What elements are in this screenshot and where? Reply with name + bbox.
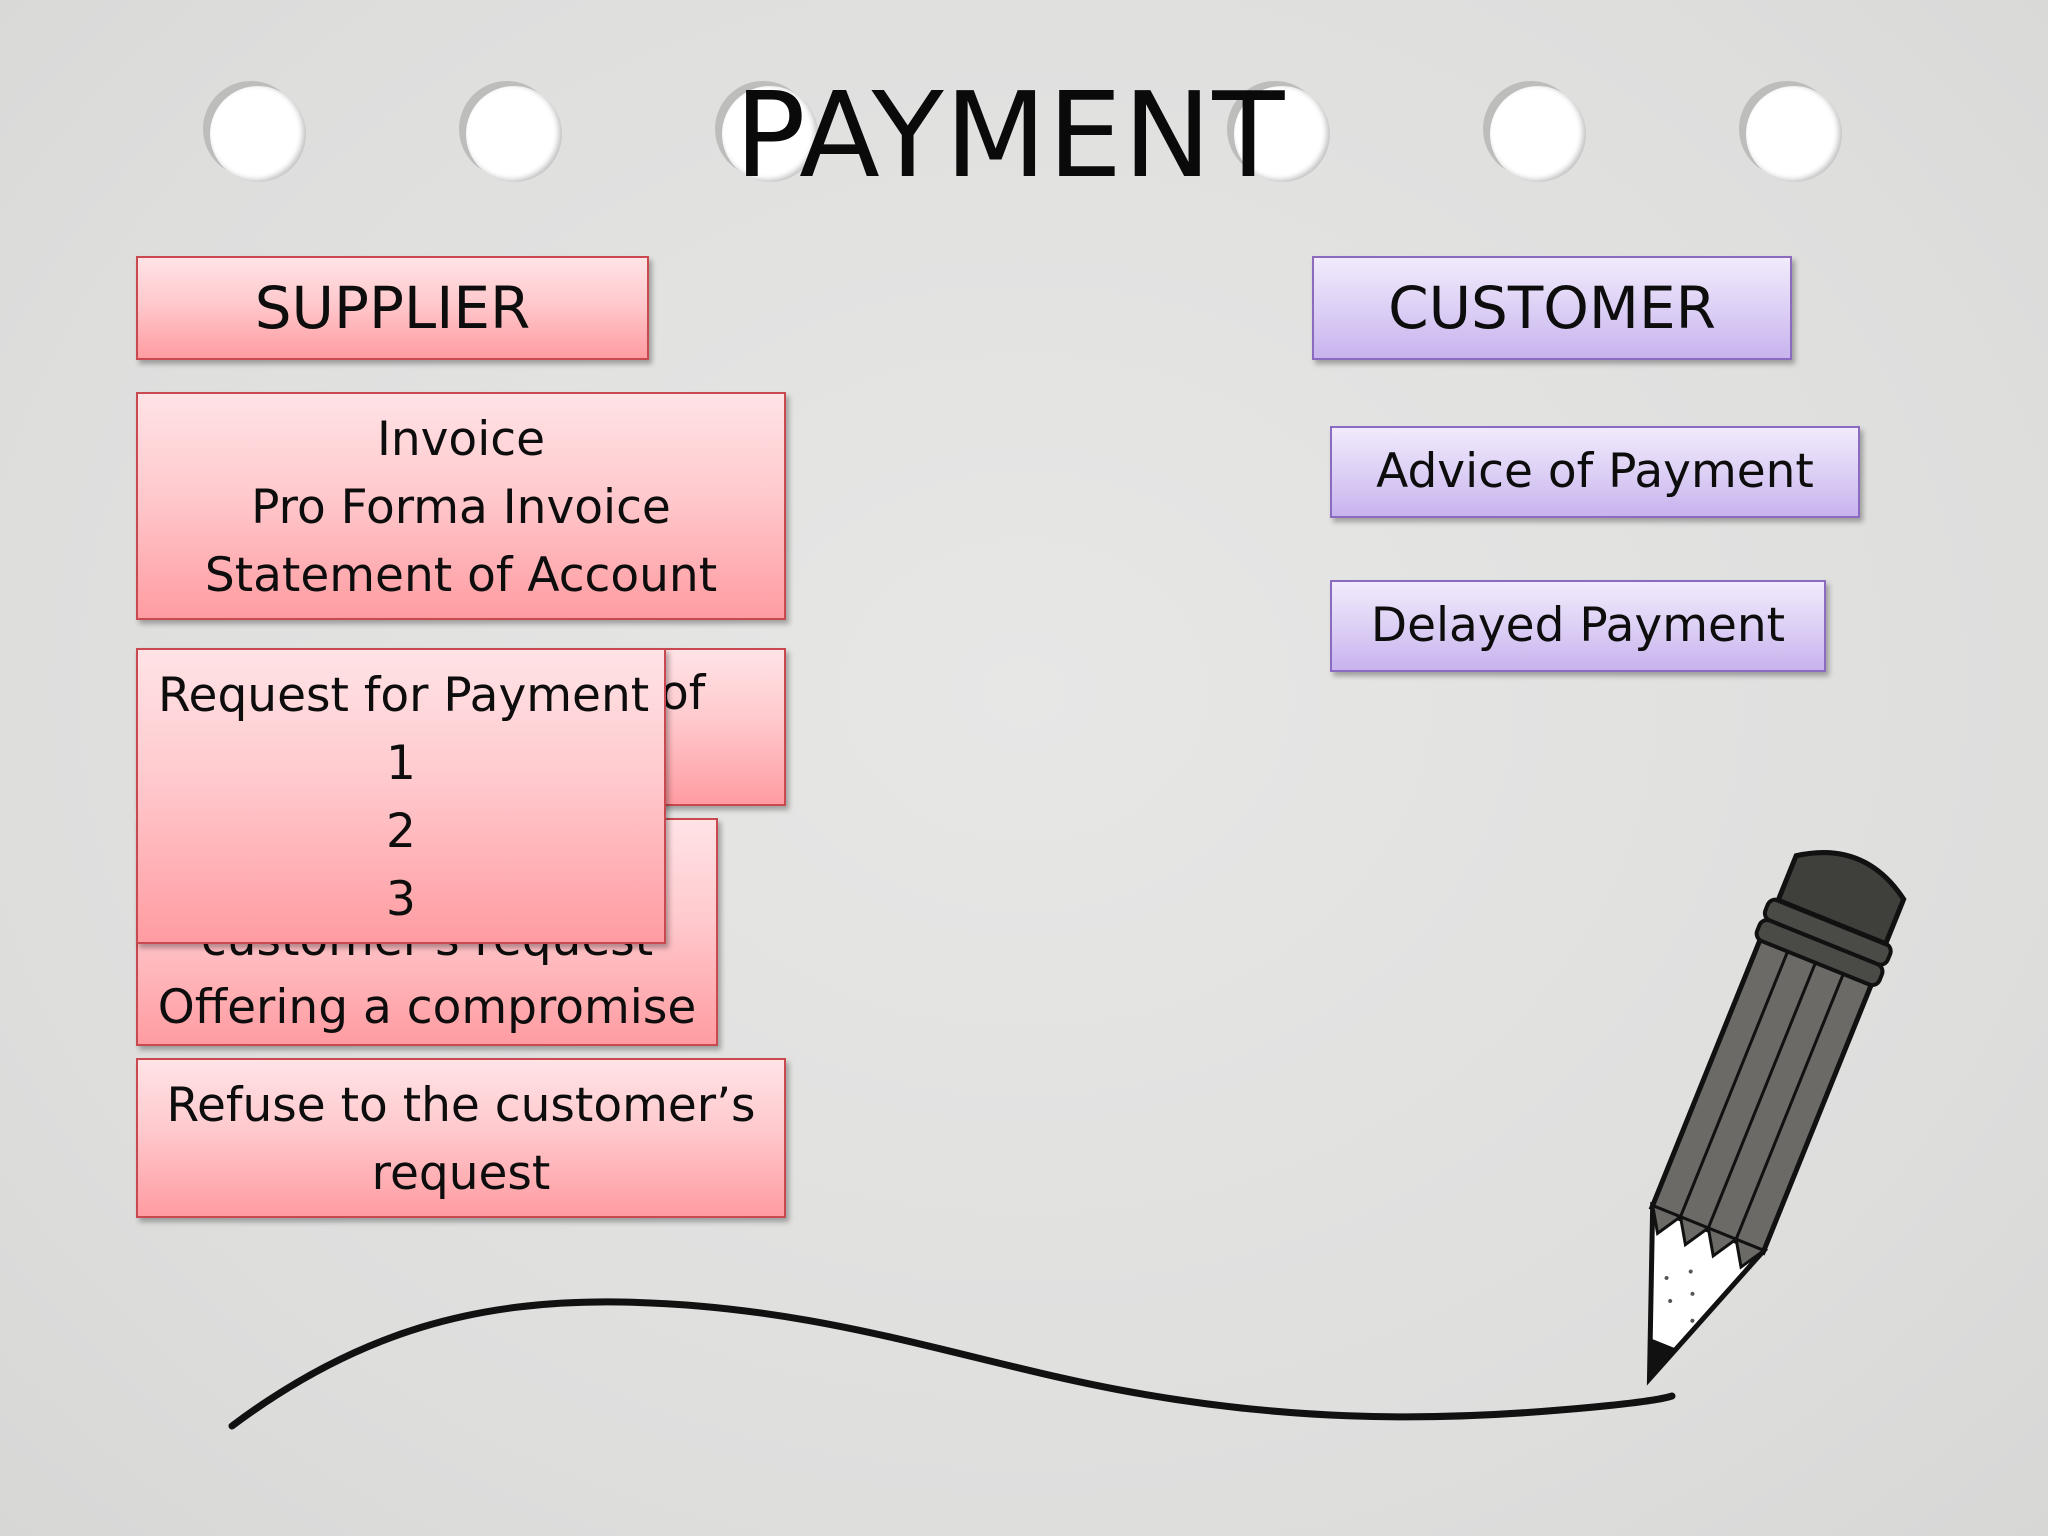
request-for-payment-box: Request for Payment 1 2 3 [136, 648, 666, 944]
page-title: PAYMENT [734, 66, 1286, 204]
offering-compromise-line: Offering a compromise [157, 980, 697, 1035]
binder-hole-icon [1490, 86, 1586, 182]
binder-hole-icon [466, 86, 562, 182]
refuse-line-2: request [371, 1146, 551, 1201]
refuse-request-box: Refuse to the customer’s request [136, 1058, 786, 1218]
invoice-box: Invoice Pro Forma Invoice Statement of A… [136, 392, 786, 620]
advice-of-payment-label: Advice of Payment [1376, 444, 1814, 499]
partial-box-tail-text: of [660, 666, 706, 721]
request-item-1: 1 [386, 736, 416, 791]
delayed-payment-box: Delayed Payment [1330, 580, 1826, 672]
statement-of-account-line: Statement of Account [204, 548, 718, 603]
delayed-payment-label: Delayed Payment [1370, 598, 1786, 653]
pencil-body [1646, 850, 1907, 1386]
binder-hole-icon [1746, 86, 1842, 182]
pro-forma-invoice-line: Pro Forma Invoice [251, 480, 671, 535]
request-item-3: 3 [386, 872, 416, 927]
binder-hole-icon [1234, 86, 1330, 182]
request-for-payment-title: Request for Payment [158, 668, 650, 723]
customer-header-label: CUSTOMER [1388, 274, 1716, 342]
binder-hole-icon [722, 86, 818, 182]
advice-of-payment-box: Advice of Payment [1330, 426, 1860, 518]
drawn-line [228, 1298, 1676, 1430]
supplier-header-box: SUPPLIER [136, 256, 649, 360]
customer-header-box: CUSTOMER [1312, 256, 1792, 360]
supplier-header-label: SUPPLIER [254, 274, 531, 342]
refuse-line-1: Refuse to the customer’s [166, 1078, 756, 1133]
binder-hole-icon [210, 86, 306, 182]
request-item-2: 2 [386, 804, 416, 859]
invoice-line: Invoice [376, 412, 546, 467]
